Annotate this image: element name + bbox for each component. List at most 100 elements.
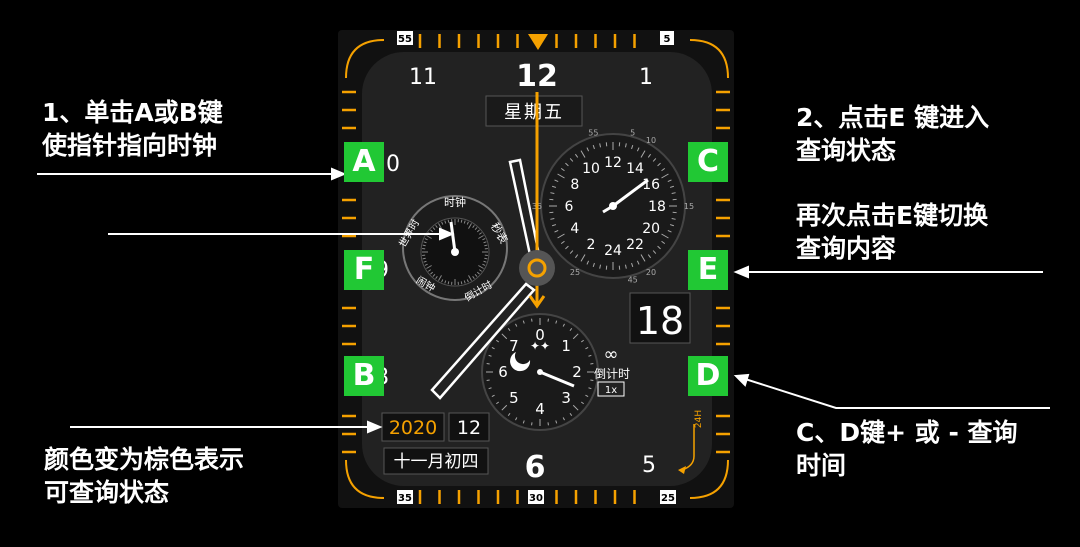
mode-label-clock: 时钟: [444, 195, 466, 209]
subdial-tick: [652, 158, 657, 162]
mode-dial-tick: [476, 229, 480, 233]
annotation-step5-line1: C、D键+ 或 - 查询: [796, 418, 1018, 447]
annotation-step2-line2: 查询状态: [796, 136, 897, 165]
subdial-24h-number: 2: [587, 237, 596, 253]
second-hand-tail: [528, 288, 546, 309]
indicator-24h-arrow-icon: [678, 466, 686, 474]
mode-dial-tick: [483, 260, 487, 263]
bottom-dial-tick: [585, 394, 589, 397]
annotation-step1-line2: 使指针指向时钟: [42, 131, 218, 160]
subdial-tick: [565, 162, 569, 167]
bottom-dial-tick: [515, 323, 518, 327]
main-hands: [430, 92, 555, 400]
subdial-tick: [569, 250, 574, 254]
subdial-tick: [554, 229, 559, 233]
month-box: [448, 412, 490, 442]
mode-dial-tick: [438, 223, 442, 229]
bottom-dial-tick: [569, 412, 573, 416]
hour-1: 1: [639, 65, 653, 90]
bezel-box-55: [397, 31, 413, 45]
bottom-dial-tick: [562, 417, 565, 421]
countdown-label: 倒计时: [594, 367, 630, 381]
subdial-24h-outer-label: 20: [646, 268, 656, 277]
mode-dial-tick: [478, 269, 482, 272]
button-a[interactable]: A: [344, 142, 384, 182]
annotation-step4-line1: 颜色变为棕色表示: [44, 445, 245, 474]
subdial-24h-outer-label: 55: [588, 129, 598, 138]
subdial-24h-number: 22: [626, 237, 644, 253]
mode-dial-tick: [423, 241, 427, 244]
mode-dial-tick: [476, 271, 480, 275]
bottom-dial-number: 3: [561, 389, 571, 407]
bottom-dial-tick: [569, 328, 573, 332]
annotation-step2-line1: 2、点击E 键进入: [796, 103, 990, 132]
button-f[interactable]: F: [344, 250, 384, 290]
subdial-tick: [557, 233, 565, 239]
subdial-tick: [667, 229, 672, 233]
mode-dial-tick: [460, 281, 463, 285]
subdial-24h-number: 18: [648, 199, 666, 215]
mode-dial-tick: [484, 257, 488, 260]
bottom-dial-tick: [588, 354, 592, 357]
mode-dial-tick: [466, 221, 469, 225]
mode-dial-tick: [474, 227, 478, 231]
bezel-box-25: [660, 490, 676, 504]
multiplier-label: 1x: [605, 385, 617, 396]
subdial-tick: [624, 264, 627, 269]
button-d[interactable]: D: [688, 356, 728, 396]
subdial-tick: [551, 185, 557, 188]
mode-dial-tick: [483, 241, 487, 244]
month-value: 12: [457, 417, 481, 439]
bottom-dial-tick: [491, 347, 495, 350]
button-b[interactable]: B: [344, 356, 384, 396]
mode-dial-tick: [466, 279, 469, 283]
weekday-label: 星期五: [504, 102, 564, 123]
mode-dial-tick: [478, 235, 484, 239]
bezel-label-5: 5: [664, 34, 671, 45]
subdial-24h-number: 16: [642, 177, 660, 193]
subdial-tick: [652, 250, 657, 254]
subdial-tick: [550, 192, 555, 195]
center-ring: [527, 258, 547, 278]
bottom-dial-tick: [572, 333, 579, 340]
hour-12: 12: [516, 59, 558, 94]
annotation-step3-line2: 查询内容: [796, 234, 897, 263]
bezel-box-35: [397, 490, 413, 504]
stars-icon: ✦✦: [530, 339, 550, 353]
bottom-dial-number: 1: [561, 337, 571, 355]
button-c[interactable]: C: [688, 142, 728, 182]
button-e[interactable]: E: [688, 250, 728, 290]
date-day: 18: [636, 299, 684, 343]
mode-dial-tick: [428, 269, 432, 272]
bezel-corners: [345, 39, 729, 499]
subdial-tick: [657, 245, 661, 250]
subdial-24h-outer-label: 10: [646, 136, 656, 145]
arrow-d: [741, 377, 1050, 409]
subdial-tick: [671, 217, 676, 220]
subdial-tick: [599, 143, 602, 148]
bottom-dial-tick: [562, 323, 565, 327]
multiplier-box: [597, 381, 625, 397]
subdial-24h-number: 12: [604, 155, 622, 171]
subdial-tick: [667, 179, 672, 183]
mode-dial-tick: [463, 220, 466, 224]
subdial-tick: [661, 233, 669, 239]
hour-6: 6: [525, 450, 546, 485]
subdial-tick: [550, 217, 555, 220]
bottom-dial-tick: [488, 354, 492, 357]
bottom-dial-tick: [515, 417, 518, 421]
subdial-tick: [592, 144, 595, 150]
subdial-tick: [647, 153, 652, 158]
bezel-box-5: [660, 31, 674, 45]
mode-dial-tick: [463, 280, 466, 284]
subdial-24h-outer-label: 15: [684, 202, 694, 211]
mode-dial-tick: [468, 223, 472, 229]
subdial-tick: [647, 254, 652, 259]
subdial-24h-number: 4: [570, 221, 579, 237]
bottom-dial-tick: [555, 420, 558, 424]
mode-dial-tick: [424, 238, 428, 241]
mode-dial-tick: [424, 263, 428, 266]
subdial-tick: [586, 260, 590, 265]
bottom-dial-tick: [496, 339, 500, 343]
mode-dial-tick: [422, 244, 426, 247]
